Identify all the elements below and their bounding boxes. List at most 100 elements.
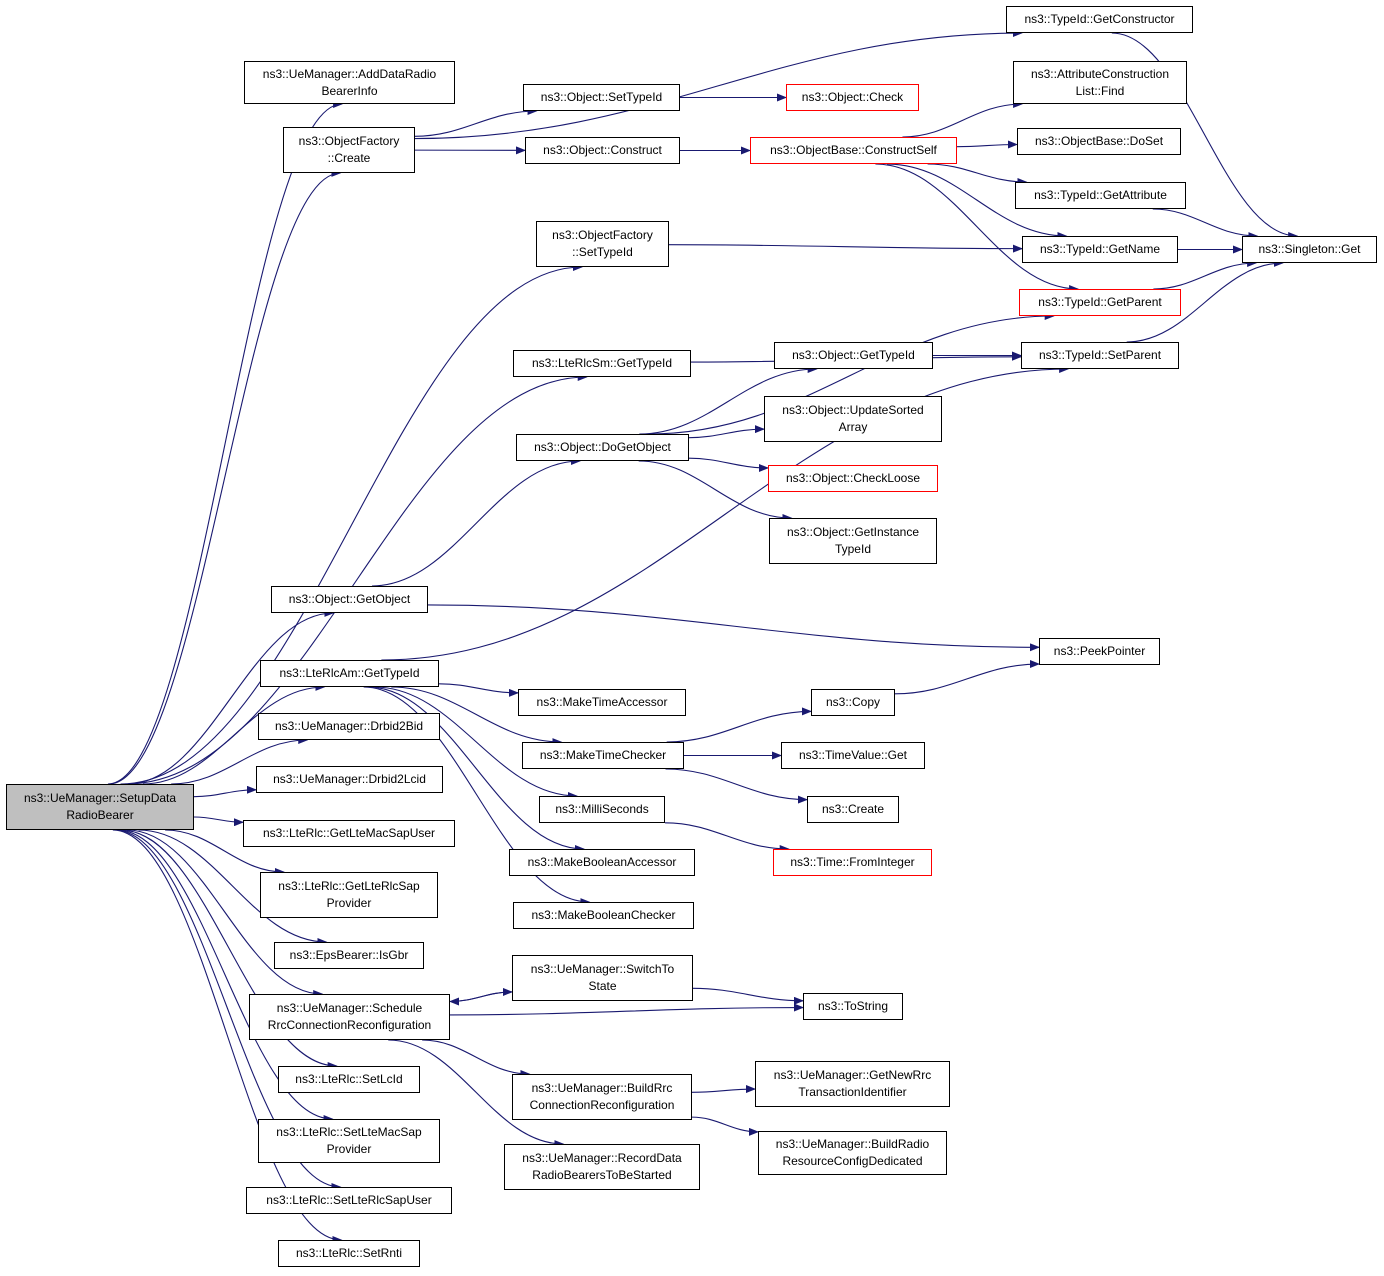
node-label-line: ns3::AttributeConstruction bbox=[1030, 66, 1170, 81]
node-getParent[interactable]: ns3::TypeId::GetParent bbox=[1019, 289, 1181, 316]
node-objCheck[interactable]: ns3::Object::Check bbox=[786, 84, 919, 111]
node-label-line: RadioBearersToBeStarted bbox=[532, 1168, 672, 1182]
edge-makeTimeChecker-to-create bbox=[665, 768, 808, 804]
edge-root-to-scheduleRrc bbox=[127, 829, 324, 998]
edge-constructSelf-to-getParent bbox=[875, 163, 1080, 293]
node-drbid2Lcid[interactable]: ns3::UeManager::Drbid2Lcid bbox=[256, 766, 443, 793]
edge-copy-to-peekPointer bbox=[894, 660, 1040, 695]
node-label-line: ns3::Object::Check bbox=[801, 90, 904, 104]
edge-amGetTypeId-to-makeBoolAccessor bbox=[367, 686, 585, 853]
node-label: ns3::Time::FromInteger bbox=[790, 854, 914, 871]
node-label-line: ns3::Object::GetInstance bbox=[786, 525, 920, 539]
node-setTypeId[interactable]: ns3::Object::SetTypeId bbox=[523, 84, 680, 111]
node-label-line: ::SetTypeId bbox=[572, 245, 633, 259]
edge-root-to-ofCreate bbox=[108, 169, 342, 785]
edge-root-to-amGetTypeId bbox=[142, 683, 326, 785]
node-label-line: ns3::LteRlc::SetLteMacSap bbox=[276, 1125, 422, 1139]
node-drbid2Bid[interactable]: ns3::UeManager::Drbid2Bid bbox=[258, 713, 440, 740]
node-copy[interactable]: ns3::Copy bbox=[811, 689, 895, 716]
edge-root-to-getLteRlcSapProvider bbox=[165, 829, 285, 876]
node-isGbr[interactable]: ns3::EpsBearer::IsGbr bbox=[274, 942, 424, 969]
node-objGetTypeId[interactable]: ns3::Object::GetTypeId bbox=[774, 342, 933, 369]
node-getConstructor[interactable]: ns3::TypeId::GetConstructor bbox=[1006, 6, 1193, 33]
node-label-line: ns3::Copy bbox=[825, 695, 881, 709]
node-toString[interactable]: ns3::ToString bbox=[803, 993, 903, 1020]
node-makeTimeAccessor[interactable]: ns3::MakeTimeAccessor bbox=[518, 689, 686, 716]
node-setLteRlcSapUser[interactable]: ns3::LteRlc::SetLteRlcSapUser bbox=[246, 1187, 452, 1214]
node-singletonGet[interactable]: ns3::Singleton::Get bbox=[1242, 236, 1377, 263]
node-label-line: RadioBearer bbox=[66, 808, 134, 822]
node-objConstruct[interactable]: ns3::Object::Construct bbox=[525, 137, 680, 164]
node-makeBoolAccessor[interactable]: ns3::MakeBooleanAccessor bbox=[509, 849, 695, 876]
node-amGetTypeId[interactable]: ns3::LteRlcAm::GetTypeId bbox=[260, 660, 439, 687]
node-constructSelf[interactable]: ns3::ObjectBase::ConstructSelf bbox=[750, 137, 957, 164]
node-makeBoolChecker[interactable]: ns3::MakeBooleanChecker bbox=[513, 902, 694, 929]
node-label-line: ns3::Object::SetTypeId bbox=[540, 90, 663, 104]
node-label: ns3::TypeId::GetParent bbox=[1038, 294, 1161, 311]
node-setLcId[interactable]: ns3::LteRlc::SetLcId bbox=[278, 1066, 420, 1093]
node-fromInteger[interactable]: ns3::Time::FromInteger bbox=[773, 849, 932, 876]
edge-root-to-isGbr bbox=[138, 829, 328, 946]
node-checkLoose[interactable]: ns3::Object::CheckLoose bbox=[768, 465, 938, 492]
node-label: ns3::TypeId::GetName bbox=[1040, 241, 1160, 258]
node-label-line: BearerInfo bbox=[321, 83, 378, 98]
node-label: ns3::PeekPointer bbox=[1054, 643, 1145, 660]
node-doGetObject[interactable]: ns3::Object::DoGetObject bbox=[516, 434, 689, 461]
node-smGetTypeId[interactable]: ns3::LteRlcSm::GetTypeId bbox=[513, 350, 691, 377]
edge-root-to-getObject bbox=[127, 609, 335, 785]
node-getName[interactable]: ns3::TypeId::GetName bbox=[1022, 236, 1178, 263]
node-label-line: ns3::MilliSeconds bbox=[555, 802, 649, 816]
edge-ofCreate-to-getConstructor bbox=[414, 29, 1023, 140]
node-milliSeconds[interactable]: ns3::MilliSeconds bbox=[539, 796, 665, 823]
node-makeTimeChecker[interactable]: ns3::MakeTimeChecker bbox=[522, 742, 684, 769]
node-label: ns3::TypeId::GetConstructor bbox=[1024, 11, 1174, 28]
node-doSet[interactable]: ns3::ObjectBase::DoSet bbox=[1017, 128, 1181, 155]
edge-root-to-drbid2Lcid bbox=[193, 785, 257, 798]
node-label-line: ns3::UeManager::RecordData bbox=[522, 1151, 682, 1165]
node-timeValueGet[interactable]: ns3::TimeValue::Get bbox=[781, 742, 925, 769]
node-label: ns3::Copy bbox=[826, 694, 880, 711]
node-getLteMacSapUser[interactable]: ns3::LteRlc::GetLteMacSapUser bbox=[243, 820, 455, 847]
node-label: ns3::MakeBooleanChecker bbox=[531, 907, 675, 924]
node-label-line: ns3::MakeBooleanChecker bbox=[531, 908, 676, 922]
node-label-line: ns3::UeManager::Drbid2Lcid bbox=[273, 772, 426, 786]
node-label-line: ns3::LteRlcAm::GetTypeId bbox=[279, 666, 420, 680]
node-getObject[interactable]: ns3::Object::GetObject bbox=[271, 586, 428, 613]
edge-constructSelf-to-acFind bbox=[902, 100, 1024, 138]
node-ofSetTypeId[interactable]: ns3::ObjectFactory::SetTypeId bbox=[536, 221, 669, 267]
node-label-line: ns3::ObjectBase::ConstructSelf bbox=[770, 143, 937, 157]
edge-amGetTypeId-to-milliSeconds bbox=[374, 686, 578, 800]
node-label-line: ns3::EpsBearer::IsGbr bbox=[289, 948, 409, 962]
node-getAttribute[interactable]: ns3::TypeId::GetAttribute bbox=[1015, 182, 1186, 209]
edge-buildRrc-to-getNewRrc bbox=[691, 1085, 756, 1094]
node-label: ns3::LteRlc::SetLteRlcSapUser bbox=[266, 1192, 431, 1209]
node-setParent[interactable]: ns3::TypeId::SetParent bbox=[1021, 342, 1179, 369]
node-label-line: ns3::ObjectFactory bbox=[552, 228, 653, 242]
node-label: ns3::UeManager::Drbid2Lcid bbox=[273, 771, 426, 788]
edge-constructSelf-to-getAttribute bbox=[927, 163, 1028, 186]
node-peekPointer[interactable]: ns3::PeekPointer bbox=[1039, 638, 1160, 665]
node-ofCreate[interactable]: ns3::ObjectFactory::Create bbox=[283, 127, 415, 173]
node-label-line: ns3::LteRlc::GetLteRlcSap bbox=[278, 879, 420, 893]
node-label-line: ns3::UeManager::SwitchTo bbox=[530, 962, 675, 976]
node-label: ns3::ObjectBase::DoSet bbox=[1035, 133, 1163, 150]
node-create[interactable]: ns3::Create bbox=[807, 796, 899, 823]
node-setRnti[interactable]: ns3::LteRlc::SetRnti bbox=[278, 1240, 420, 1267]
